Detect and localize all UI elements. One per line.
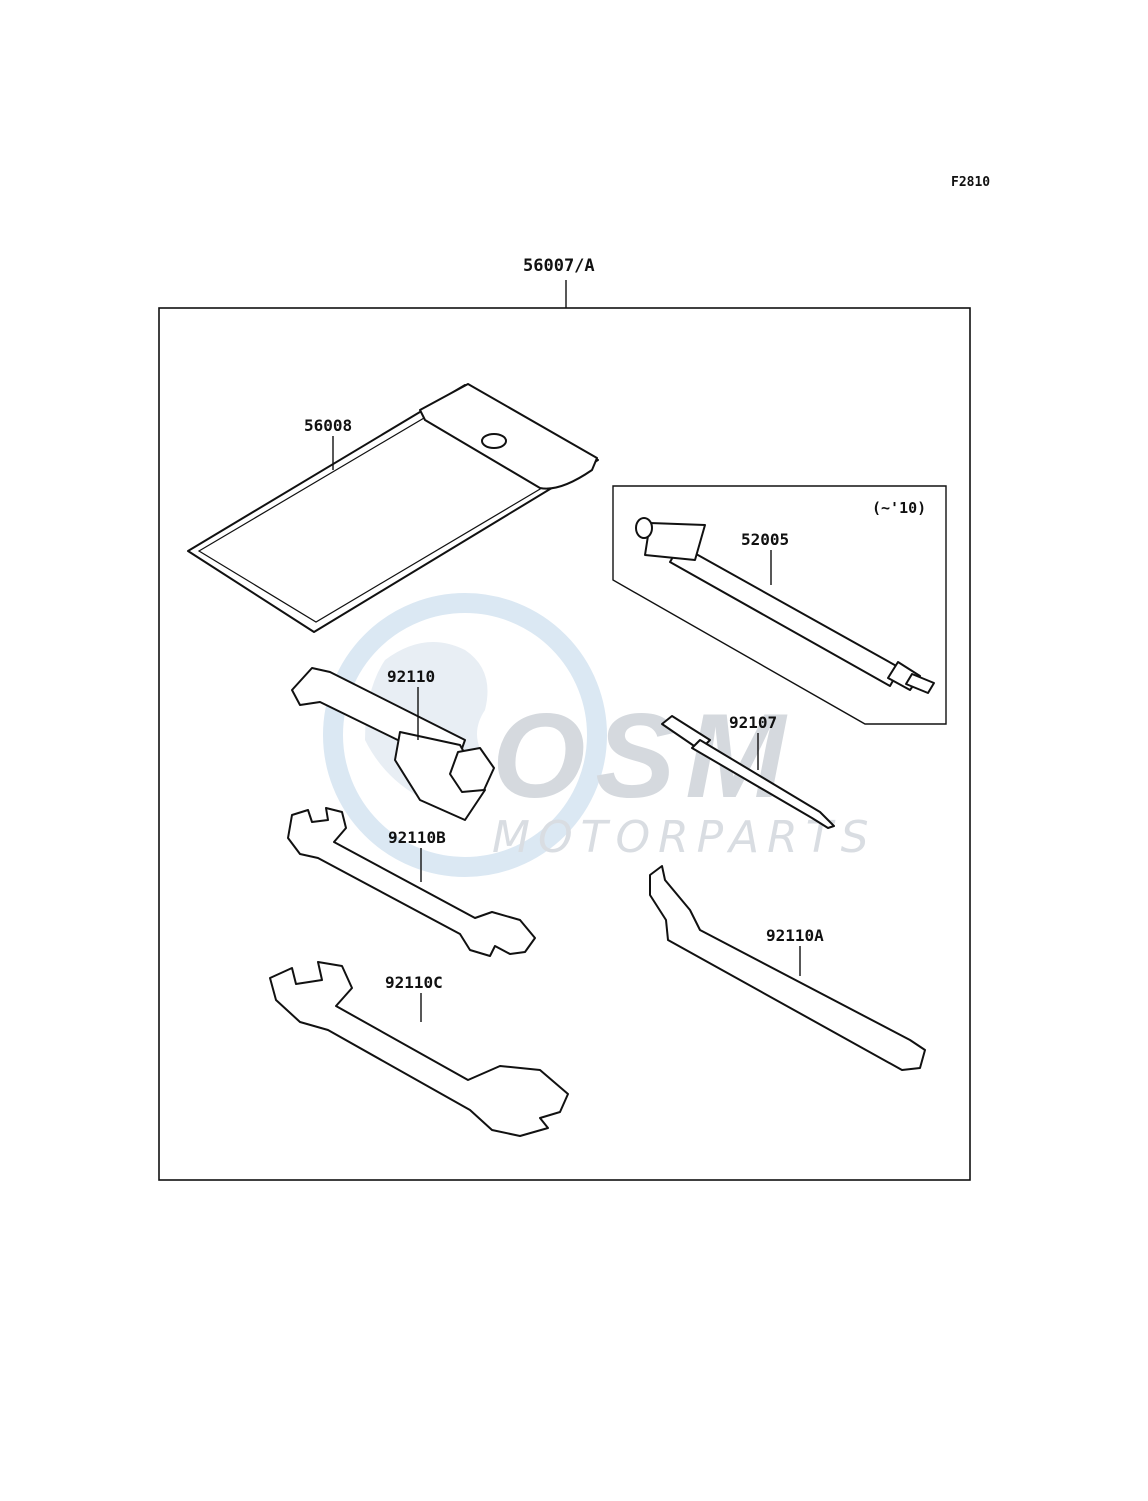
label-92107: 92107	[729, 713, 777, 732]
hook-wrench	[649, 865, 926, 1071]
kit-frame	[158, 307, 971, 1181]
label-92110C: 92110C	[385, 973, 443, 992]
variant-note: (~'10)	[872, 499, 926, 517]
wrench-b	[287, 807, 536, 957]
label-92110: 92110	[387, 667, 435, 686]
gauge-frame	[612, 485, 947, 725]
wrench-c	[269, 961, 569, 1137]
label-52005: 52005	[741, 530, 789, 549]
plug-wrench	[291, 667, 495, 821]
watermark-globe-icon	[323, 593, 607, 877]
tire-pressure-gauge	[635, 517, 935, 694]
figure-code: F2810	[951, 175, 990, 190]
watermark-main: OSM	[492, 689, 795, 823]
label-56008: 56008	[304, 416, 352, 435]
screwdriver	[661, 715, 835, 829]
kit-label: 56007/A	[523, 256, 595, 276]
label-92110B: 92110B	[388, 828, 446, 847]
label-92110A: 92110A	[766, 926, 824, 945]
watermark-sub: MOTORPARTS	[492, 812, 877, 863]
tool-pouch	[187, 383, 599, 633]
